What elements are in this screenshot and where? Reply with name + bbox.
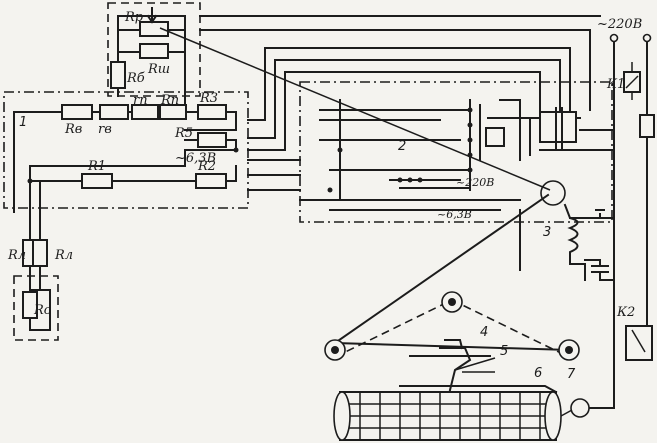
mains-terminal-left: [609, 33, 619, 43]
amplifier-enclosure: [299, 81, 613, 223]
label-motor-7: 7: [567, 367, 576, 382]
transformer-block: [539, 111, 577, 143]
label-r1: R1: [87, 159, 106, 174]
rheostat-group: Rp Rш Rб: [110, 7, 186, 113]
label-rc: Rс: [33, 303, 52, 318]
mains-supply-group: ~220В К1 К2: [585, 17, 655, 409]
label-r3: R3: [199, 91, 218, 106]
rheostat-enclosure: [107, 2, 201, 97]
label-pointer-5: 5: [500, 344, 508, 359]
label-rsh: Rш: [147, 62, 170, 77]
drum-end-left: [333, 391, 351, 441]
drum-end-right: [544, 391, 562, 441]
motor-group: 3: [519, 180, 615, 281]
recorder-mechanism: 4 5 6 7: [333, 325, 590, 441]
label-drum-6: 6: [534, 366, 542, 381]
label-v63-bottom: ~6,3В: [437, 208, 472, 221]
sensor-enclosure: [13, 275, 59, 341]
label-block-1: 1: [19, 115, 27, 130]
label-rv: Rв: [64, 122, 82, 137]
resistor-rv: [61, 104, 93, 120]
bridge-block: 1 Rв rв rп Rп R3 R5 R1 R2 ~6,3В: [13, 91, 239, 241]
label-motor-3: 3: [543, 225, 551, 240]
fuse: [639, 114, 655, 138]
chart-motor: [570, 398, 590, 418]
label-rv-small: rв: [98, 122, 112, 137]
label-v220-mid: ~220В: [456, 176, 494, 189]
sensor-group: Rл Rл Rс: [7, 239, 73, 331]
resistor-r1: [81, 173, 113, 189]
label-rp: Rp: [124, 10, 144, 25]
relay-block: [485, 127, 505, 147]
label-r2: R2: [197, 159, 216, 174]
resistor-rv-small: [99, 104, 129, 120]
cable-drive-group: [324, 193, 580, 361]
label-r5: R5: [174, 126, 193, 141]
label-pen-4: 4: [480, 325, 488, 340]
label-rp-small: rп: [133, 93, 148, 108]
resistor-rl-right: [32, 239, 48, 267]
amplifier-block: 2 ~220В ~6,3В: [299, 99, 613, 221]
resistor-r3: [197, 104, 227, 120]
measuring-bridge-enclosure: [3, 91, 249, 209]
label-k1: К1: [606, 77, 625, 92]
label-block-2: 2: [398, 139, 406, 154]
resistor-rsh: [139, 43, 169, 59]
mains-terminal-right: [642, 33, 652, 43]
label-v63-top: ~6,3В: [175, 151, 216, 166]
label-rl-right: Rл: [54, 248, 73, 263]
label-rp2: Rп: [160, 93, 179, 108]
motor-pulley: [540, 180, 566, 206]
interconnect-wires: [199, 15, 601, 191]
resistor-r2: [195, 173, 227, 189]
resistor-rb: [110, 61, 126, 89]
label-k2: К2: [616, 305, 635, 320]
resistor-r5: [197, 132, 227, 148]
label-rl-left: Rл: [7, 248, 26, 263]
label-rb: Rб: [126, 71, 145, 86]
label-v220-top: ~220В: [597, 17, 642, 32]
slide-wire-tap-line: [159, 27, 551, 191]
